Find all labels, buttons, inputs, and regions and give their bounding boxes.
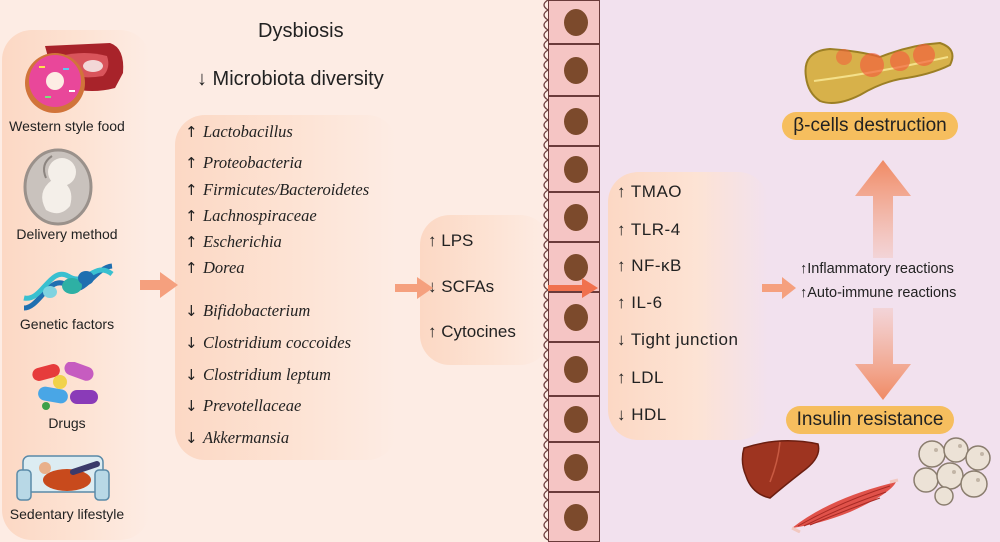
nucleus-icon [564, 356, 588, 383]
arrow-down [855, 308, 911, 400]
fetus-icon [23, 148, 93, 226]
marker-item: ↑ NF-κB [617, 256, 682, 275]
adipocytes-icon [913, 437, 991, 506]
arrow-up [855, 160, 911, 258]
flow-arrow-3 [548, 278, 598, 298]
nucleus-icon [564, 304, 588, 331]
epithelial-cell [548, 0, 600, 44]
pancreas-icon [804, 41, 954, 104]
insulin-resistance-badge: Insulin resistance [786, 406, 954, 434]
cause-label: Drugs [48, 415, 86, 431]
metabolite-item: ↑ Cytocines [428, 322, 516, 341]
flow-arrow-1 [140, 272, 178, 298]
nucleus-icon [564, 9, 588, 36]
nucleus-icon [564, 156, 588, 183]
liver-icon [741, 440, 820, 499]
markers-panel [608, 172, 768, 440]
nucleus-icon [564, 57, 588, 84]
nucleus-icon [564, 504, 588, 531]
epithelial-cell [548, 492, 600, 542]
metabolites-panel [420, 215, 550, 365]
metabolite-item: ↓ SCFAs [428, 277, 495, 296]
marker-item: ↓ HDL [617, 405, 667, 424]
cause-label: Genetic factors [19, 316, 115, 332]
epithelial-cell [548, 292, 600, 342]
nucleus-icon [564, 406, 588, 433]
epithelial-cell [548, 146, 600, 192]
taxon-increased: ↑Proteobacteria [185, 153, 303, 172]
marker-item: ↓ Tight junction [617, 330, 739, 349]
couch-person-icon [16, 455, 110, 501]
microvilli-icon [543, 0, 550, 541]
epithelial-cell [548, 192, 600, 242]
cause-label: Delivery method [16, 226, 118, 242]
reaction-item: ↑Inflammatory reactions [800, 261, 954, 277]
marker-item: ↑ IL-6 [617, 293, 663, 312]
beta-cell-destruction-badge: β-cells destruction [782, 112, 958, 140]
diversity-label: ↓ Microbiota diversity [197, 68, 384, 90]
marker-item: ↑ TLR-4 [617, 220, 681, 239]
epithelial-cell [548, 242, 600, 292]
muscle-icon [791, 478, 899, 533]
taxon-decreased: ↓Clostridium coccoides [185, 333, 352, 352]
pills-icon [32, 362, 98, 410]
cause-label: Western style food [9, 118, 125, 134]
marker-item: ↑ TMAO [617, 182, 683, 201]
taxa-panel [175, 115, 397, 460]
taxon-decreased: ↓Akkermansia [185, 428, 290, 447]
metabolite-item: ↑ LPS [428, 231, 474, 250]
taxon-decreased: ↓Clostridium leptum [185, 365, 331, 384]
taxon-decreased: ↓Bifidobacterium [185, 301, 311, 320]
reaction-item: ↑Auto-immune reactions [800, 285, 957, 301]
epithelial-cell [548, 442, 600, 492]
dna-icon [23, 263, 114, 311]
flow-arrow-4 [762, 277, 796, 299]
taxon-increased: ↑Dorea [185, 258, 245, 277]
taxon-increased: ↑Firmicutes/Bacteroidetes [185, 180, 370, 199]
taxon-increased: ↑Lachnospiraceae [185, 206, 317, 225]
epithelial-cell [548, 342, 600, 396]
marker-item: ↑ LDL [617, 368, 664, 387]
nucleus-icon [564, 454, 588, 481]
taxon-increased: ↑Lactobacillus [185, 122, 293, 141]
epithelial-cell [548, 96, 600, 146]
epithelial-cell [548, 44, 600, 96]
taxon-decreased: ↓Prevotellaceae [185, 396, 302, 415]
nucleus-icon [564, 204, 588, 231]
dysbiosis-title: Dysbiosis [258, 20, 344, 42]
epithelial-cell [548, 396, 600, 442]
nucleus-icon [564, 108, 588, 135]
cause-label: Sedentary lifestyle [9, 506, 125, 522]
meat-donut-icon [25, 43, 124, 113]
taxon-increased: ↑Escherichia [185, 232, 282, 251]
nucleus-icon [564, 254, 588, 281]
flow-arrow-2 [395, 277, 433, 299]
